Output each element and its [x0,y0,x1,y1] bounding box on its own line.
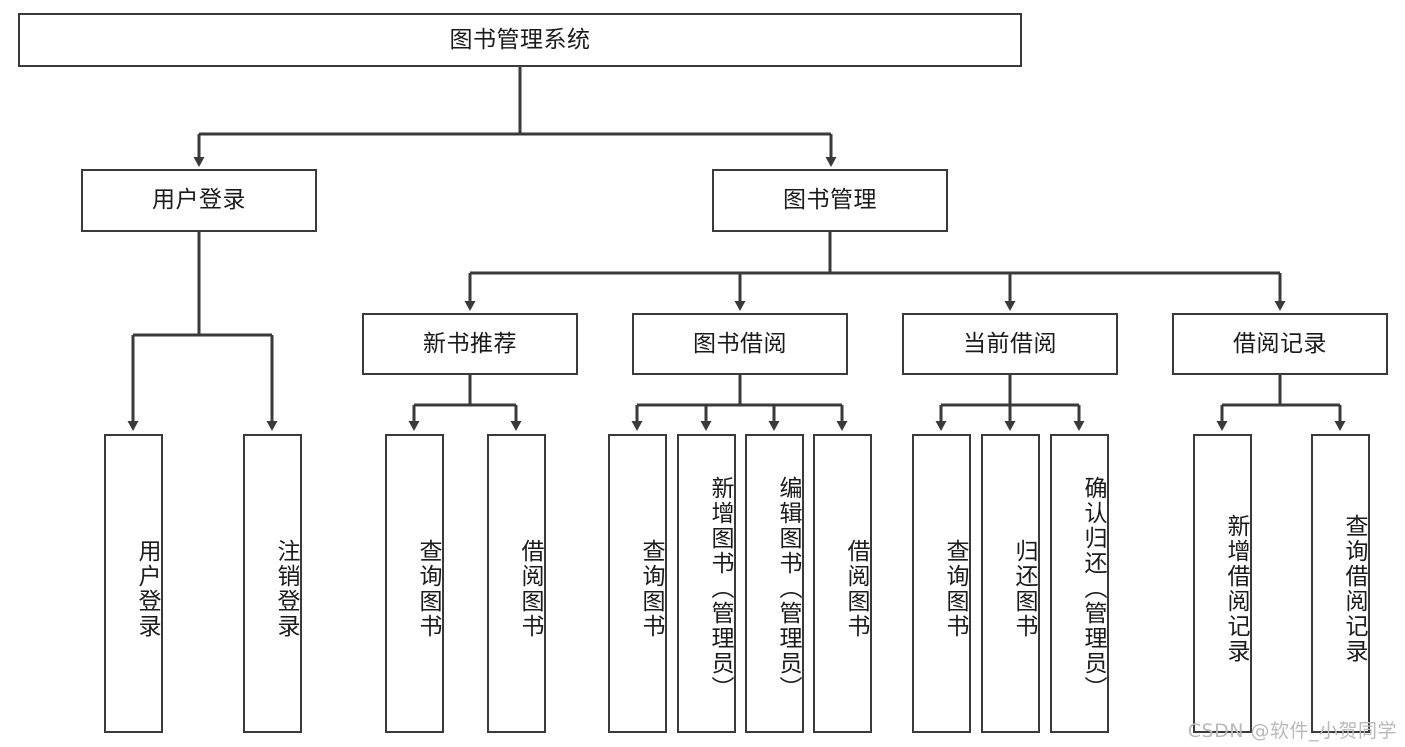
node-label: 新书推荐 [423,330,517,357]
node-root-system[interactable]: 图书管理系统 [18,13,1022,67]
node-label: 查询借阅记录 [1341,513,1367,664]
node-label: 用户登录 [134,538,160,639]
node-current-borrow[interactable]: 当前借阅 [902,313,1118,375]
node-book-borrow[interactable]: 图书借阅 [632,313,848,375]
leaf-borrow-add-book[interactable]: 新增图书（管理员） [677,434,736,733]
leaf-recommend-query-book[interactable]: 查询图书 [385,434,444,733]
node-label: 注销登录 [273,538,299,639]
leaf-current-query-book[interactable]: 查询图书 [912,434,971,733]
leaf-recommend-borrow-book[interactable]: 借阅图书 [487,434,546,733]
leaf-current-confirm-return[interactable]: 确认归还（管理员） [1050,434,1109,733]
node-new-book-recommend[interactable]: 新书推荐 [362,313,578,375]
node-borrow-records[interactable]: 借阅记录 [1172,313,1388,375]
leaf-records-add-record[interactable]: 新增借阅记录 [1193,434,1252,733]
leaf-borrow-query-book[interactable]: 查询图书 [608,434,667,733]
node-label: 查询图书 [415,538,441,639]
leaf-records-query-record[interactable]: 查询借阅记录 [1311,434,1370,733]
node-label: 编辑图书（管理员） [775,476,801,701]
node-label: 图书借阅 [693,330,787,357]
node-label: 当前借阅 [963,330,1057,357]
leaf-user-login-login[interactable]: 用户登录 [104,434,163,733]
node-label: 归还图书 [1011,538,1037,639]
node-label: 查询图书 [942,538,968,639]
leaf-borrow-borrow-book[interactable]: 借阅图书 [813,434,872,733]
node-label: 用户登录 [152,187,246,214]
node-label: 查询图书 [638,538,664,639]
node-label: 新增图书（管理员） [707,476,733,701]
node-label: 借阅图书 [517,538,543,639]
node-label: 借阅图书 [843,538,869,639]
node-label: 图书管理 [783,187,877,214]
leaf-user-login-logout[interactable]: 注销登录 [243,434,302,733]
leaf-borrow-edit-book[interactable]: 编辑图书（管理员） [745,434,804,733]
csdn-watermark: CSDN @软件_小贺同学 [1187,720,1397,742]
leaf-current-return-book[interactable]: 归还图书 [981,434,1040,733]
node-user-login[interactable]: 用户登录 [81,169,317,232]
node-label: 确认归还（管理员） [1080,476,1106,701]
node-label: 新增借阅记录 [1223,513,1249,664]
node-label: 图书管理系统 [449,26,591,53]
node-label: 借阅记录 [1233,330,1327,357]
node-book-management[interactable]: 图书管理 [712,169,948,232]
